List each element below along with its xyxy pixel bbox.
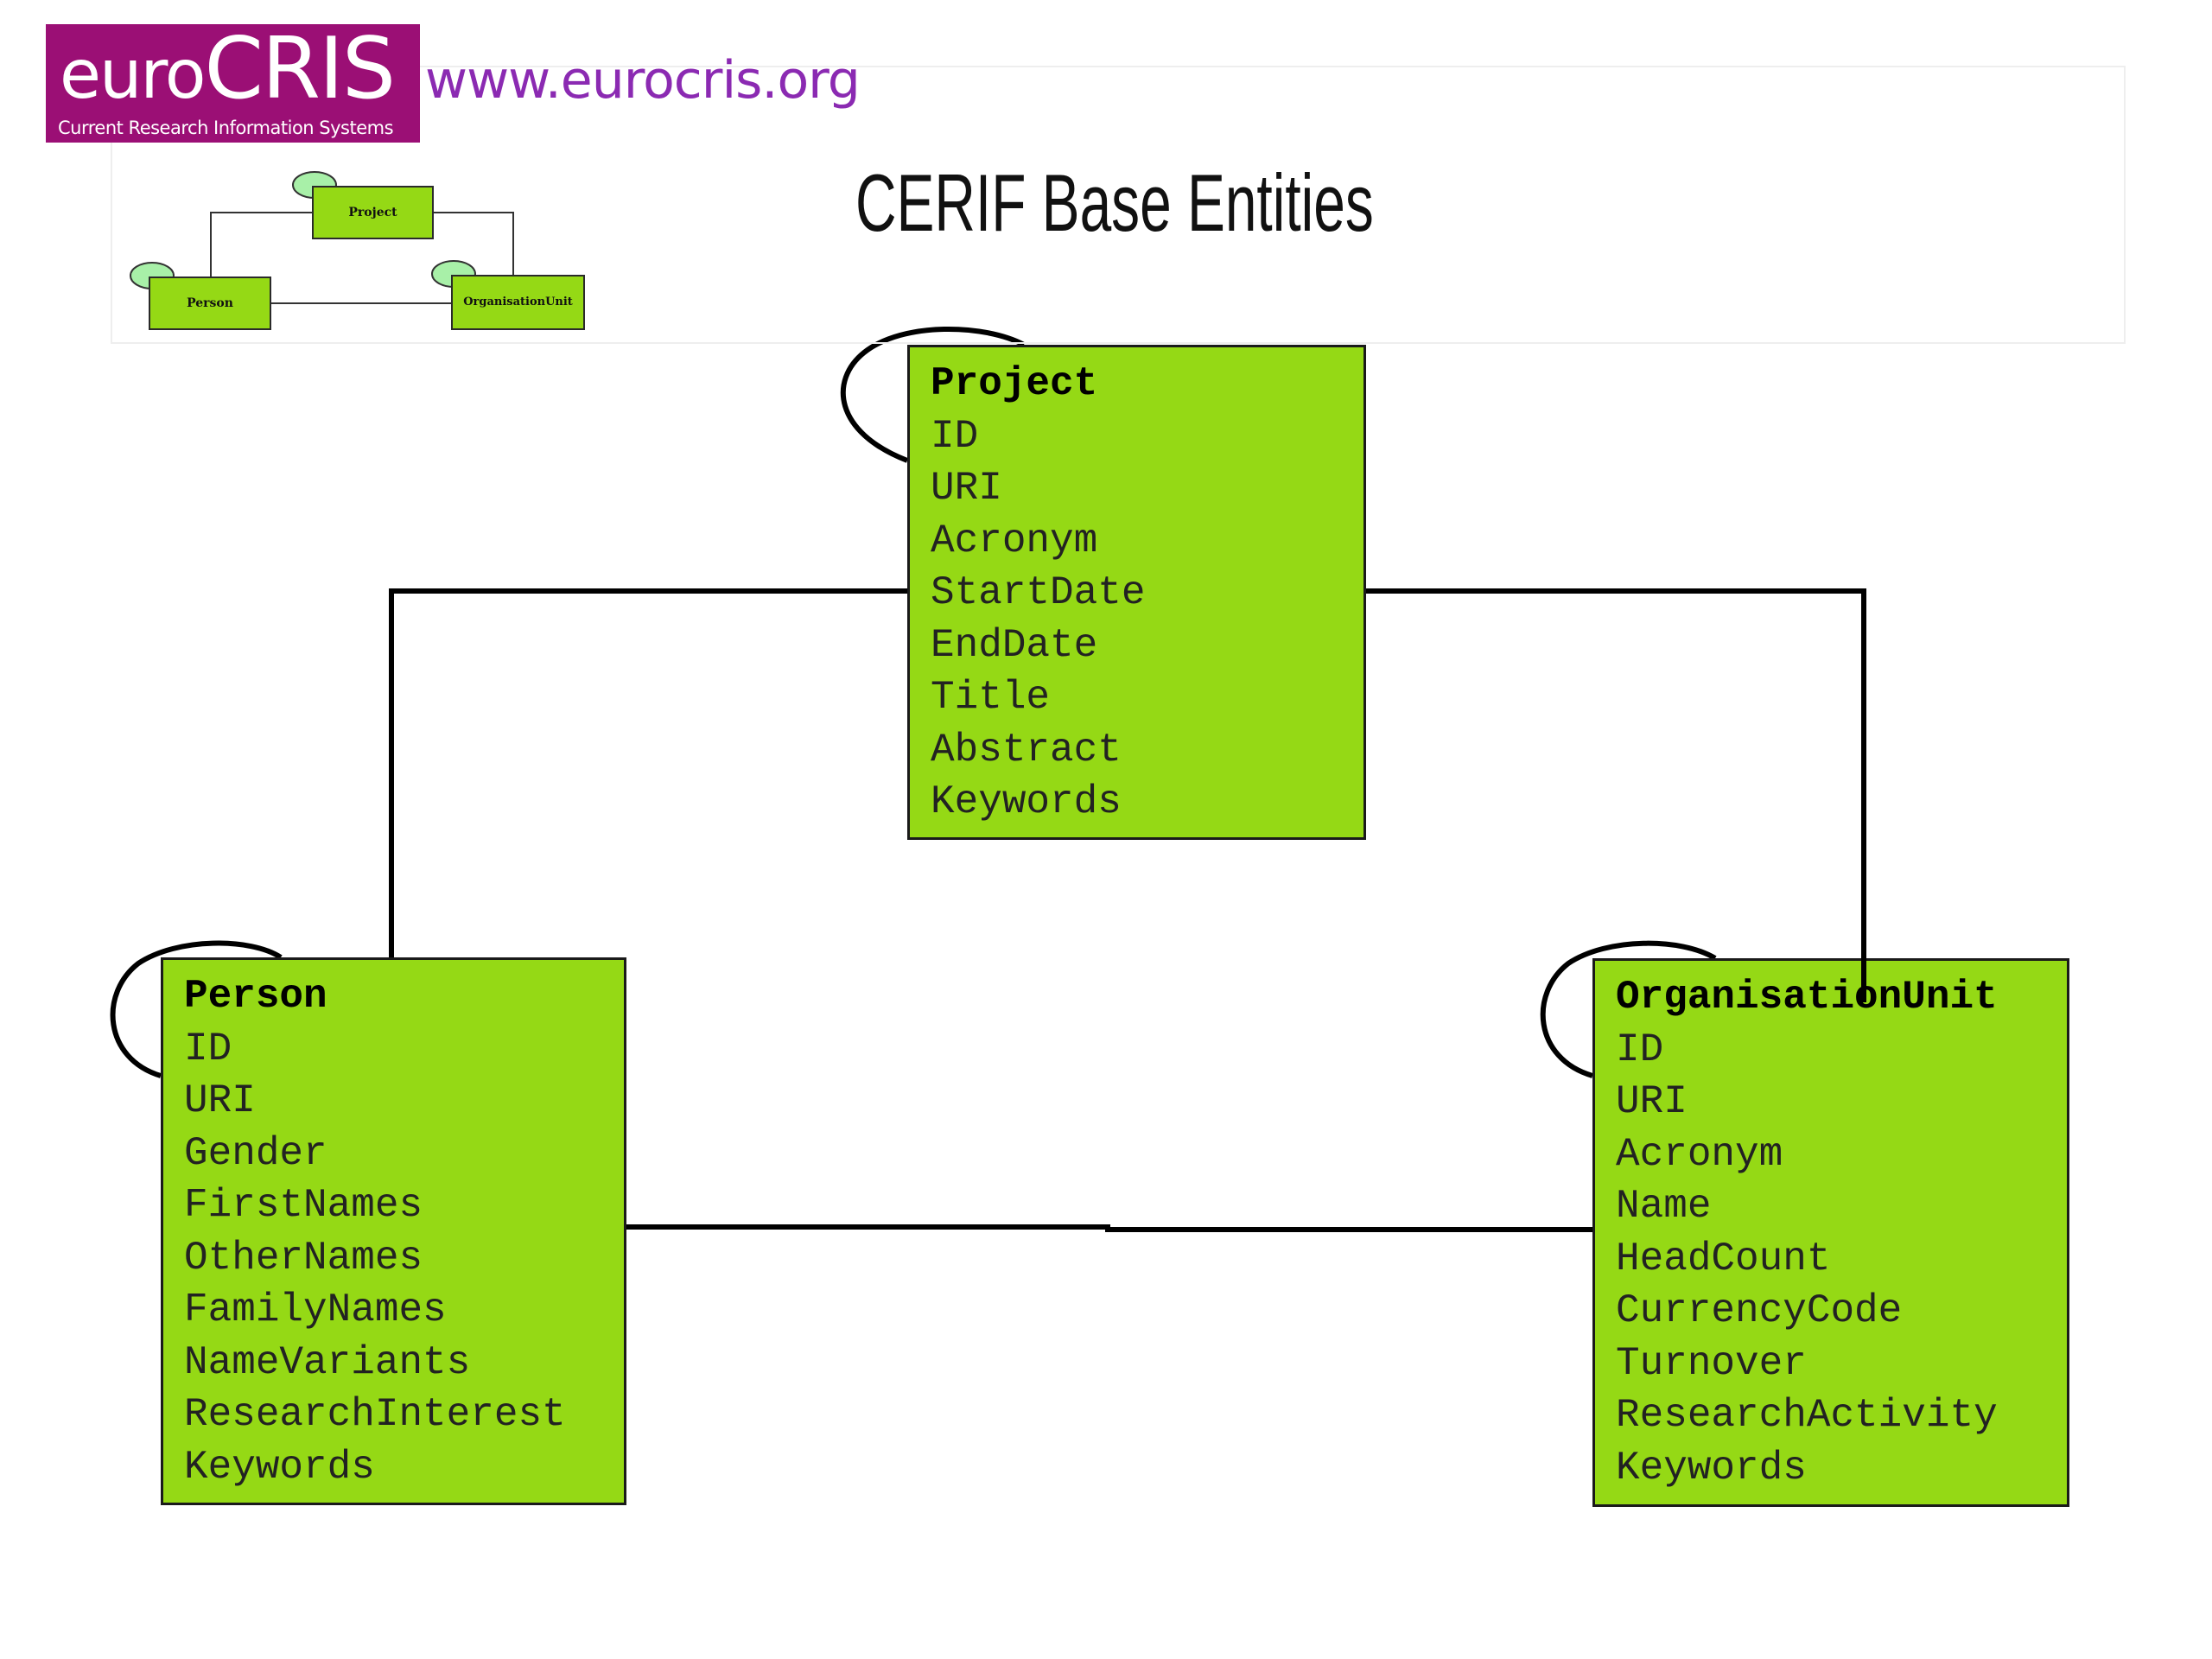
entity-attribute: ResearchInterest bbox=[184, 1392, 566, 1437]
entity-attribute: Keywords bbox=[184, 1444, 375, 1490]
entity-attribute: ID bbox=[931, 413, 979, 459]
entity-attribute: Turnover bbox=[1616, 1340, 1807, 1386]
entity-attribute: Keywords bbox=[931, 779, 1122, 824]
entity-attribute: URI bbox=[931, 466, 1002, 511]
entity-attribute: EndDate bbox=[931, 622, 1098, 668]
entity-attribute: FirstNames bbox=[184, 1183, 423, 1228]
entity-title: Person bbox=[184, 974, 327, 1019]
entity-attribute: Acronym bbox=[931, 518, 1098, 563]
mini-link-project-org bbox=[434, 212, 514, 275]
entity-attribute: OtherNames bbox=[184, 1235, 423, 1281]
entity-attribute: FamilyNames bbox=[184, 1287, 447, 1332]
logo-subtitle: Current Research Information Systems bbox=[58, 118, 394, 138]
entity-title: Project bbox=[931, 361, 1098, 406]
logo-prefix: euro bbox=[60, 36, 206, 114]
page-title: CERIF Base Entities bbox=[855, 157, 1374, 248]
eurocris-logo: euroCRIS Current Research Information Sy… bbox=[46, 24, 420, 143]
entity-attribute: ID bbox=[1616, 1027, 1664, 1072]
entity-attribute: Acronym bbox=[1616, 1131, 1783, 1177]
entity-attribute: Title bbox=[931, 675, 1051, 720]
link-project-org bbox=[1366, 588, 1866, 963]
mini-link-project-person bbox=[210, 212, 312, 276]
entity-attribute: CurrencyCode bbox=[1616, 1288, 1903, 1333]
mini-entity-project: Project bbox=[312, 186, 434, 239]
logo-main-text: CRIS bbox=[204, 20, 397, 118]
self-loop-person bbox=[110, 940, 283, 1078]
link-project-person bbox=[389, 588, 907, 957]
entity-organisation-unit: OrganisationUnit ID URI Acronym Name Hea… bbox=[1592, 958, 2069, 1507]
self-loop-org bbox=[1540, 940, 1717, 1078]
mini-entity-person: Person bbox=[149, 276, 271, 330]
logo-wordmark: euroCRIS bbox=[60, 26, 396, 118]
self-loop-project bbox=[840, 326, 1026, 463]
header-frame bbox=[111, 66, 2126, 344]
mini-entity-org: OrganisationUnit bbox=[451, 275, 585, 330]
entity-attribute: HeadCount bbox=[1616, 1236, 1831, 1281]
entity-attribute: URI bbox=[184, 1078, 256, 1123]
entity-attribute: Name bbox=[1616, 1184, 1712, 1229]
entity-attribute: Abstract bbox=[931, 727, 1122, 772]
entity-attribute: StartDate bbox=[931, 570, 1146, 615]
entity-attribute: URI bbox=[1616, 1079, 1688, 1124]
entity-attribute: ResearchActivity bbox=[1616, 1393, 1998, 1438]
link-person-org bbox=[626, 1224, 1592, 1232]
entity-attribute: Keywords bbox=[1616, 1445, 1807, 1491]
entity-project: Project ID URI Acronym StartDate EndDate… bbox=[907, 345, 1366, 840]
entity-person: Person ID URI Gender FirstNames OtherNam… bbox=[161, 957, 626, 1505]
site-url[interactable]: www.eurocris.org bbox=[425, 50, 861, 111]
entity-title: OrganisationUnit bbox=[1616, 975, 1998, 1020]
entity-attribute: Gender bbox=[184, 1130, 327, 1176]
entity-attribute: ID bbox=[184, 1026, 232, 1071]
entity-attribute: NameVariants bbox=[184, 1339, 471, 1385]
